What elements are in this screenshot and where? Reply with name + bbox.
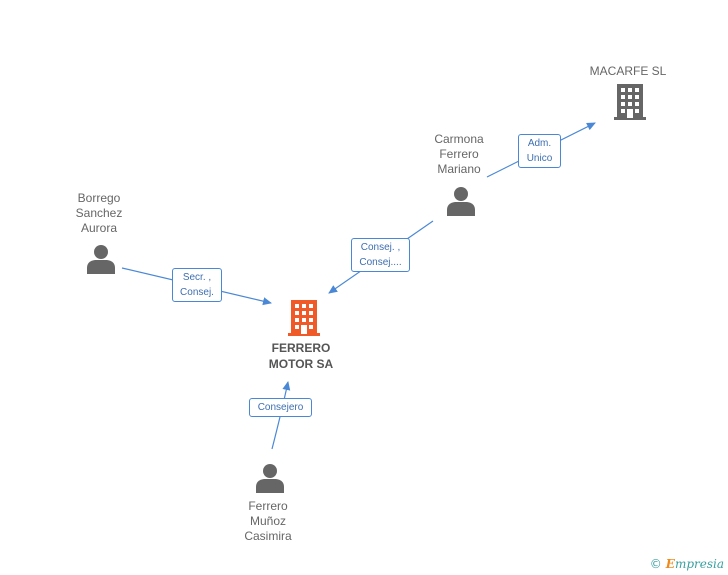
company-label-macarfe: MACARFE SL [589,64,667,78]
brand-initial: E [665,557,675,571]
person-icon[interactable] [255,463,285,493]
building-icon[interactable] [288,300,320,336]
edge-label-consej-consej[interactable]: Consej. , Consej.... [351,238,410,272]
person-icon[interactable] [86,244,116,274]
brand-name: mpresia [674,557,724,571]
edge-label-secr-consej[interactable]: Secr. , Consej. [172,268,222,302]
company-label-main: FERRERO MOTOR SA [268,341,334,371]
person-icon[interactable] [446,186,476,216]
person-label-ferrero-munoz: Ferrero Muñoz Casimira [244,499,292,543]
person-label-borrego: Borrego Sanchez Aurora [75,191,123,235]
edge-label-consejero[interactable]: Consejero [249,398,312,417]
copyright-symbol: © [649,557,662,571]
person-label-carmona: Carmona Ferrero Mariano [434,132,484,176]
empresia-footer: ©Empresia [650,557,724,571]
edge-label-adm-unico[interactable]: Adm. Unico [518,134,561,168]
building-icon[interactable] [614,84,646,120]
